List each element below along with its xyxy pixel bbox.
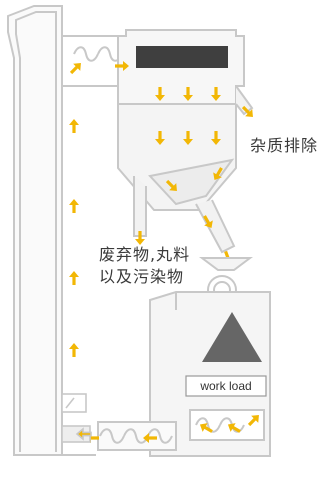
elevator-upward-arrows <box>69 119 79 357</box>
work-cabinet <box>149 291 271 457</box>
bucket-elevator <box>7 5 96 456</box>
elevator-outer-casing <box>7 5 63 456</box>
waste-pellet-contaminant-label: 废弃物,丸料 以及污染物 <box>99 244 190 288</box>
separator-hopper <box>117 29 254 254</box>
workload-box <box>185 375 267 397</box>
elevator-boot <box>61 393 92 443</box>
screw-conveyor-bottom <box>85 421 177 451</box>
abrasive-triangle-icon <box>202 312 262 362</box>
separator-dark-window <box>136 46 228 68</box>
waste-discharge-pipe <box>133 176 147 237</box>
elevator-inner-channel <box>15 11 57 452</box>
recycled-abrasive-pipe <box>195 199 236 254</box>
impurity-discharge-label: 杂质排除 <box>250 136 319 155</box>
waste-label-line-2: 以及污染物 <box>99 267 185 286</box>
elevator-outlet-duct <box>62 35 120 87</box>
separator-bottom-cone <box>148 158 235 206</box>
workload-label: work load <box>200 379 252 393</box>
waste-label-line-1: 废弃物,丸料 <box>99 245 191 264</box>
